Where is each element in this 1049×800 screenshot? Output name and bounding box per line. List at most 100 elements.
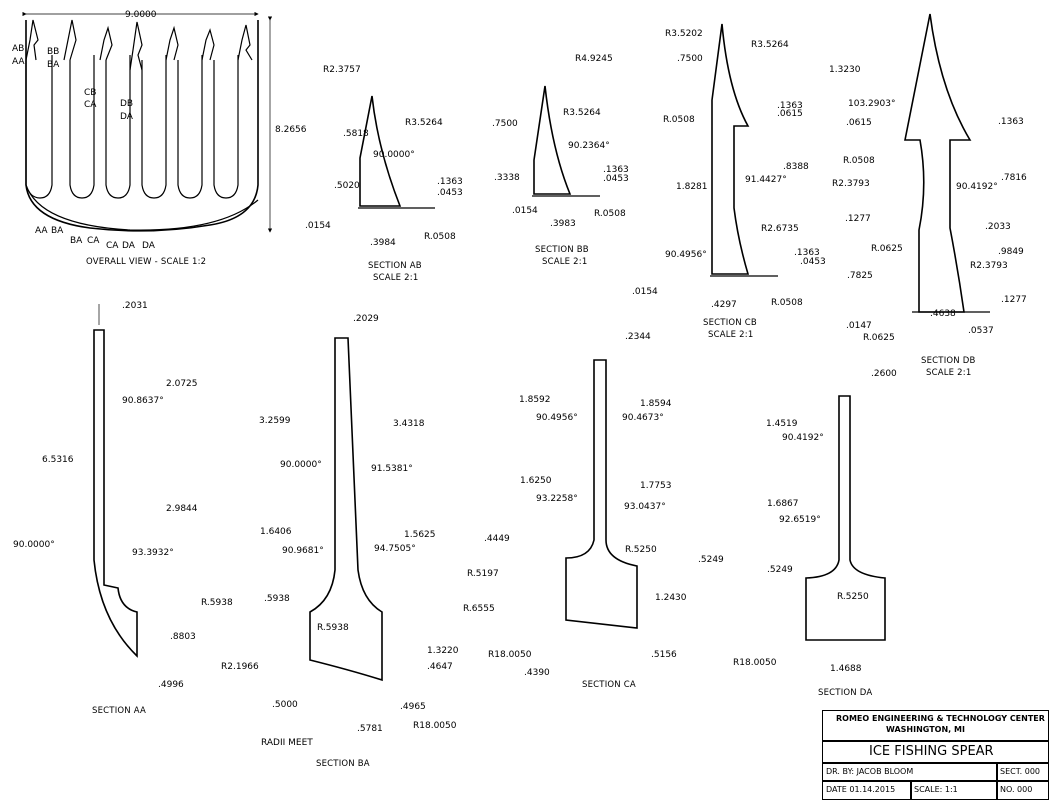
title-block-divider-1: [822, 740, 1049, 742]
svg-text:90.4956°: 90.4956°: [536, 413, 578, 423]
svg-text:CB: CB: [84, 88, 96, 98]
svg-text:CA: CA: [84, 100, 97, 110]
svg-text:94.7505°: 94.7505°: [374, 544, 416, 554]
svg-text:.2031: .2031: [122, 301, 148, 311]
svg-text:R2.1966: R2.1966: [221, 662, 259, 672]
svg-text:.2029: .2029: [353, 314, 379, 324]
svg-text:2.9844: 2.9844: [166, 504, 198, 514]
svg-text:.0154: .0154: [512, 206, 538, 216]
svg-text:AB: AB: [12, 44, 24, 54]
svg-text:.5249: .5249: [698, 555, 724, 565]
bb-scale: SCALE 2:1: [542, 257, 587, 267]
tb-location: WASHINGTON, MI: [886, 725, 965, 734]
svg-text:1.6250: 1.6250: [520, 476, 552, 486]
section-aa: .2031 2.0725 90.8637° 6.5316 2.9844 90.0…: [13, 301, 233, 716]
svg-text:1.4519: 1.4519: [766, 419, 798, 429]
svg-text:R.5938: R.5938: [317, 623, 349, 633]
svg-text:R18.0050: R18.0050: [733, 658, 777, 668]
svg-text:R.5250: R.5250: [625, 545, 657, 555]
svg-text:.4297: .4297: [711, 300, 737, 310]
ba-caption: SECTION BA: [316, 759, 370, 769]
section-da: .2600 1.4519 90.4192° 1.6867 92.6519° .5…: [733, 369, 897, 698]
svg-text:.5020: .5020: [334, 181, 360, 191]
svg-text:R18.0050: R18.0050: [488, 650, 532, 660]
svg-text:90.4673°: 90.4673°: [622, 413, 664, 423]
svg-text:R3.5264: R3.5264: [405, 118, 443, 128]
svg-text:.5938: .5938: [264, 594, 290, 604]
svg-text:91.4427°: 91.4427°: [745, 175, 787, 185]
svg-text:93.0437°: 93.0437°: [624, 502, 666, 512]
svg-text:R.0508: R.0508: [663, 115, 695, 125]
svg-text:RADII MEET: RADII MEET: [261, 738, 313, 748]
db-caption: SECTION DB: [921, 356, 976, 366]
svg-text:.5818: .5818: [343, 129, 369, 139]
title-block-vsplit-1: [996, 762, 998, 800]
svg-text:90.4192°: 90.4192°: [956, 182, 998, 192]
svg-text:.4647: .4647: [427, 662, 453, 672]
svg-text:CA: CA: [87, 236, 100, 246]
svg-text:.8388: .8388: [783, 162, 809, 172]
overall-view: 9.0000 8.2656 AB AA BB BA CB CA DB DA AA…: [12, 10, 307, 267]
svg-text:R2.3793: R2.3793: [832, 179, 870, 189]
svg-text:.1277: .1277: [1001, 295, 1027, 305]
svg-text:R.0625: R.0625: [863, 333, 895, 343]
section-ab: R2.3757 .5818 R3.5264 90.0000° .5020 .13…: [305, 65, 463, 283]
svg-text:90.9681°: 90.9681°: [282, 546, 324, 556]
tb-date: DATE 01.14.2015: [826, 785, 896, 794]
svg-text:.7816: .7816: [1001, 173, 1027, 183]
svg-text:90.4192°: 90.4192°: [782, 433, 824, 443]
svg-text:.4965: .4965: [400, 702, 426, 712]
svg-text:BA: BA: [51, 226, 64, 236]
svg-text:.8803: .8803: [170, 632, 196, 642]
svg-text:.3984: .3984: [370, 238, 396, 248]
svg-text:.0453: .0453: [437, 188, 463, 198]
tb-company: ROMEO ENGINEERING & TECHNOLOGY CENTER: [836, 714, 1045, 723]
cb-scale: SCALE 2:1: [708, 330, 753, 340]
svg-text:1.3220: 1.3220: [427, 646, 459, 656]
svg-text:90.0000°: 90.0000°: [373, 150, 415, 160]
svg-text:90.0000°: 90.0000°: [13, 540, 55, 550]
section-bb: R4.9245 .7500 R3.5264 90.2364° .3338 .13…: [492, 54, 629, 267]
svg-text:R.0508: R.0508: [594, 209, 626, 219]
svg-text:.4390: .4390: [524, 668, 550, 678]
svg-text:DA: DA: [122, 241, 136, 251]
aa-caption: SECTION AA: [92, 706, 146, 716]
svg-text:R3.5264: R3.5264: [751, 40, 789, 50]
section-ca: .2344 1.8592 1.8594 90.4956° 90.4673° 1.…: [467, 332, 724, 690]
svg-text:.0615: .0615: [777, 109, 803, 119]
da-caption: SECTION DA: [818, 688, 872, 698]
title-block-vsplit-2: [910, 780, 912, 800]
svg-text:.7500: .7500: [492, 119, 518, 129]
svg-text:.4638: .4638: [930, 309, 956, 319]
svg-text:.7500: .7500: [677, 54, 703, 64]
svg-text:.0453: .0453: [603, 174, 629, 184]
svg-text:.1363: .1363: [777, 101, 803, 111]
svg-text:3.4318: 3.4318: [393, 419, 425, 429]
svg-text:103.2903°: 103.2903°: [848, 99, 895, 109]
svg-text:R.5938: R.5938: [201, 598, 233, 608]
overall-width: 9.0000: [125, 10, 157, 20]
svg-text:.4449: .4449: [484, 534, 510, 544]
svg-text:.5156: .5156: [651, 650, 677, 660]
svg-text:1.3230: 1.3230: [829, 65, 861, 75]
svg-text:1.6406: 1.6406: [260, 527, 292, 537]
svg-text:1.8594: 1.8594: [640, 399, 672, 409]
svg-text:.2033: .2033: [985, 222, 1011, 232]
svg-text:.1363: .1363: [437, 177, 463, 187]
svg-text:.5000: .5000: [272, 700, 298, 710]
svg-text:BA: BA: [47, 60, 60, 70]
svg-text:.0154: .0154: [632, 287, 658, 297]
svg-text:1.7753: 1.7753: [640, 481, 672, 491]
svg-text:1.4688: 1.4688: [830, 664, 862, 674]
svg-text:.0537: .0537: [968, 326, 994, 336]
svg-text:R.0625: R.0625: [871, 244, 903, 254]
svg-text:.5781: .5781: [357, 724, 383, 734]
svg-text:90.4956°: 90.4956°: [665, 250, 707, 260]
svg-text:R4.9245: R4.9245: [575, 54, 613, 64]
svg-text:CA: CA: [106, 241, 119, 251]
tb-scale: SCALE: 1:1: [914, 785, 958, 794]
svg-text:.0453: .0453: [800, 257, 826, 267]
tb-title: ICE FISHING SPEAR: [869, 744, 994, 759]
title-block-divider-2: [822, 762, 1049, 764]
